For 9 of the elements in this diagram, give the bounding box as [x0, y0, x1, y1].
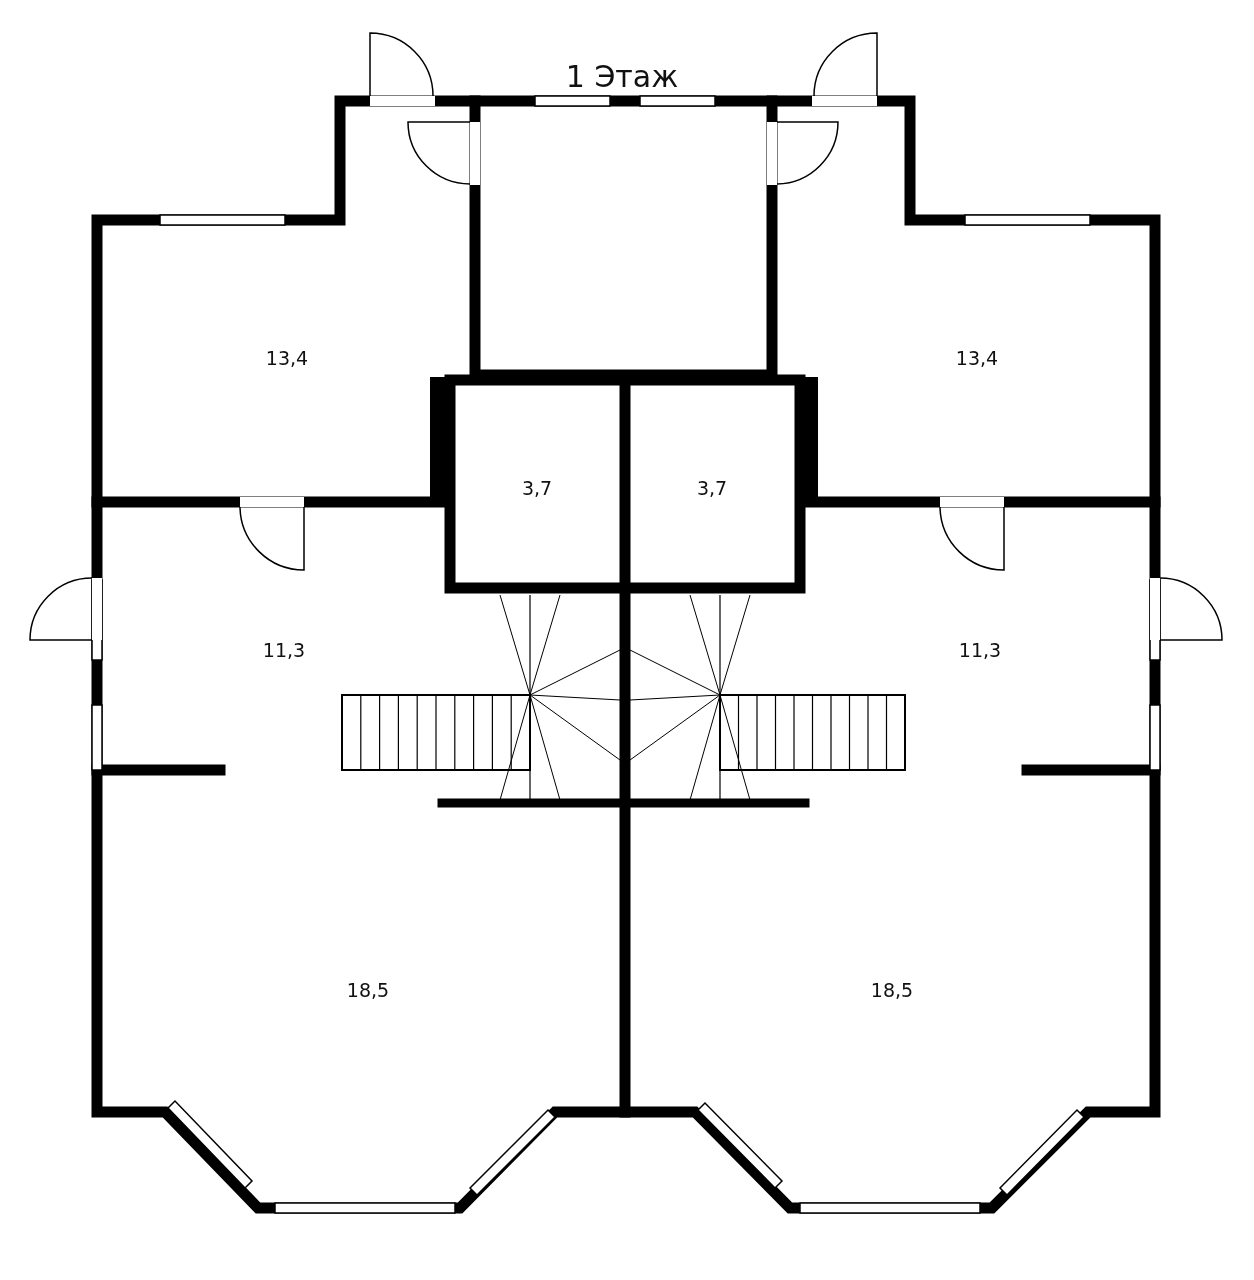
- room-area-label: 13,4: [955, 347, 999, 369]
- room-area-label: 3,7: [521, 477, 553, 499]
- room-area-label: 18,5: [870, 979, 914, 1001]
- room-area-label: 18,5: [346, 979, 390, 1001]
- room-area-label: 3,7: [696, 477, 728, 499]
- room-area-label: 13,4: [265, 347, 309, 369]
- floor-title: 1 Этаж: [565, 58, 679, 94]
- room-area-label: 11,3: [262, 639, 306, 661]
- room-area-label: 11,3: [958, 639, 1002, 661]
